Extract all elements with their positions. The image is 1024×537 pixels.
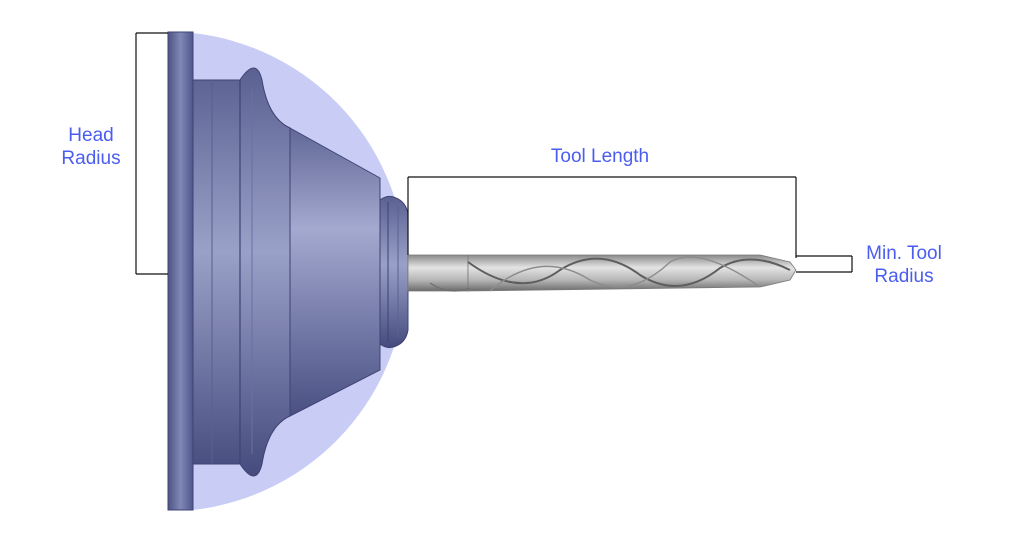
min-tool-radius-label-line2: Radius bbox=[874, 266, 934, 287]
head-radius-dimension bbox=[135, 32, 168, 275]
min-tool-radius-dimension bbox=[796, 255, 853, 273]
tool-holder-icon bbox=[167, 31, 409, 511]
twist-drill-icon bbox=[407, 254, 797, 292]
head-radius-label-line1: Head bbox=[68, 125, 114, 146]
head-radius-label-line2: Radius bbox=[61, 148, 121, 169]
tool-length-dimension bbox=[407, 176, 797, 258]
min-tool-radius-label: Min. Tool Radius bbox=[844, 242, 964, 288]
min-tool-radius-label-line1: Min. Tool bbox=[866, 243, 942, 264]
tool-length-label: Tool Length bbox=[550, 146, 650, 167]
head-radius-label: Head Radius bbox=[46, 124, 136, 170]
